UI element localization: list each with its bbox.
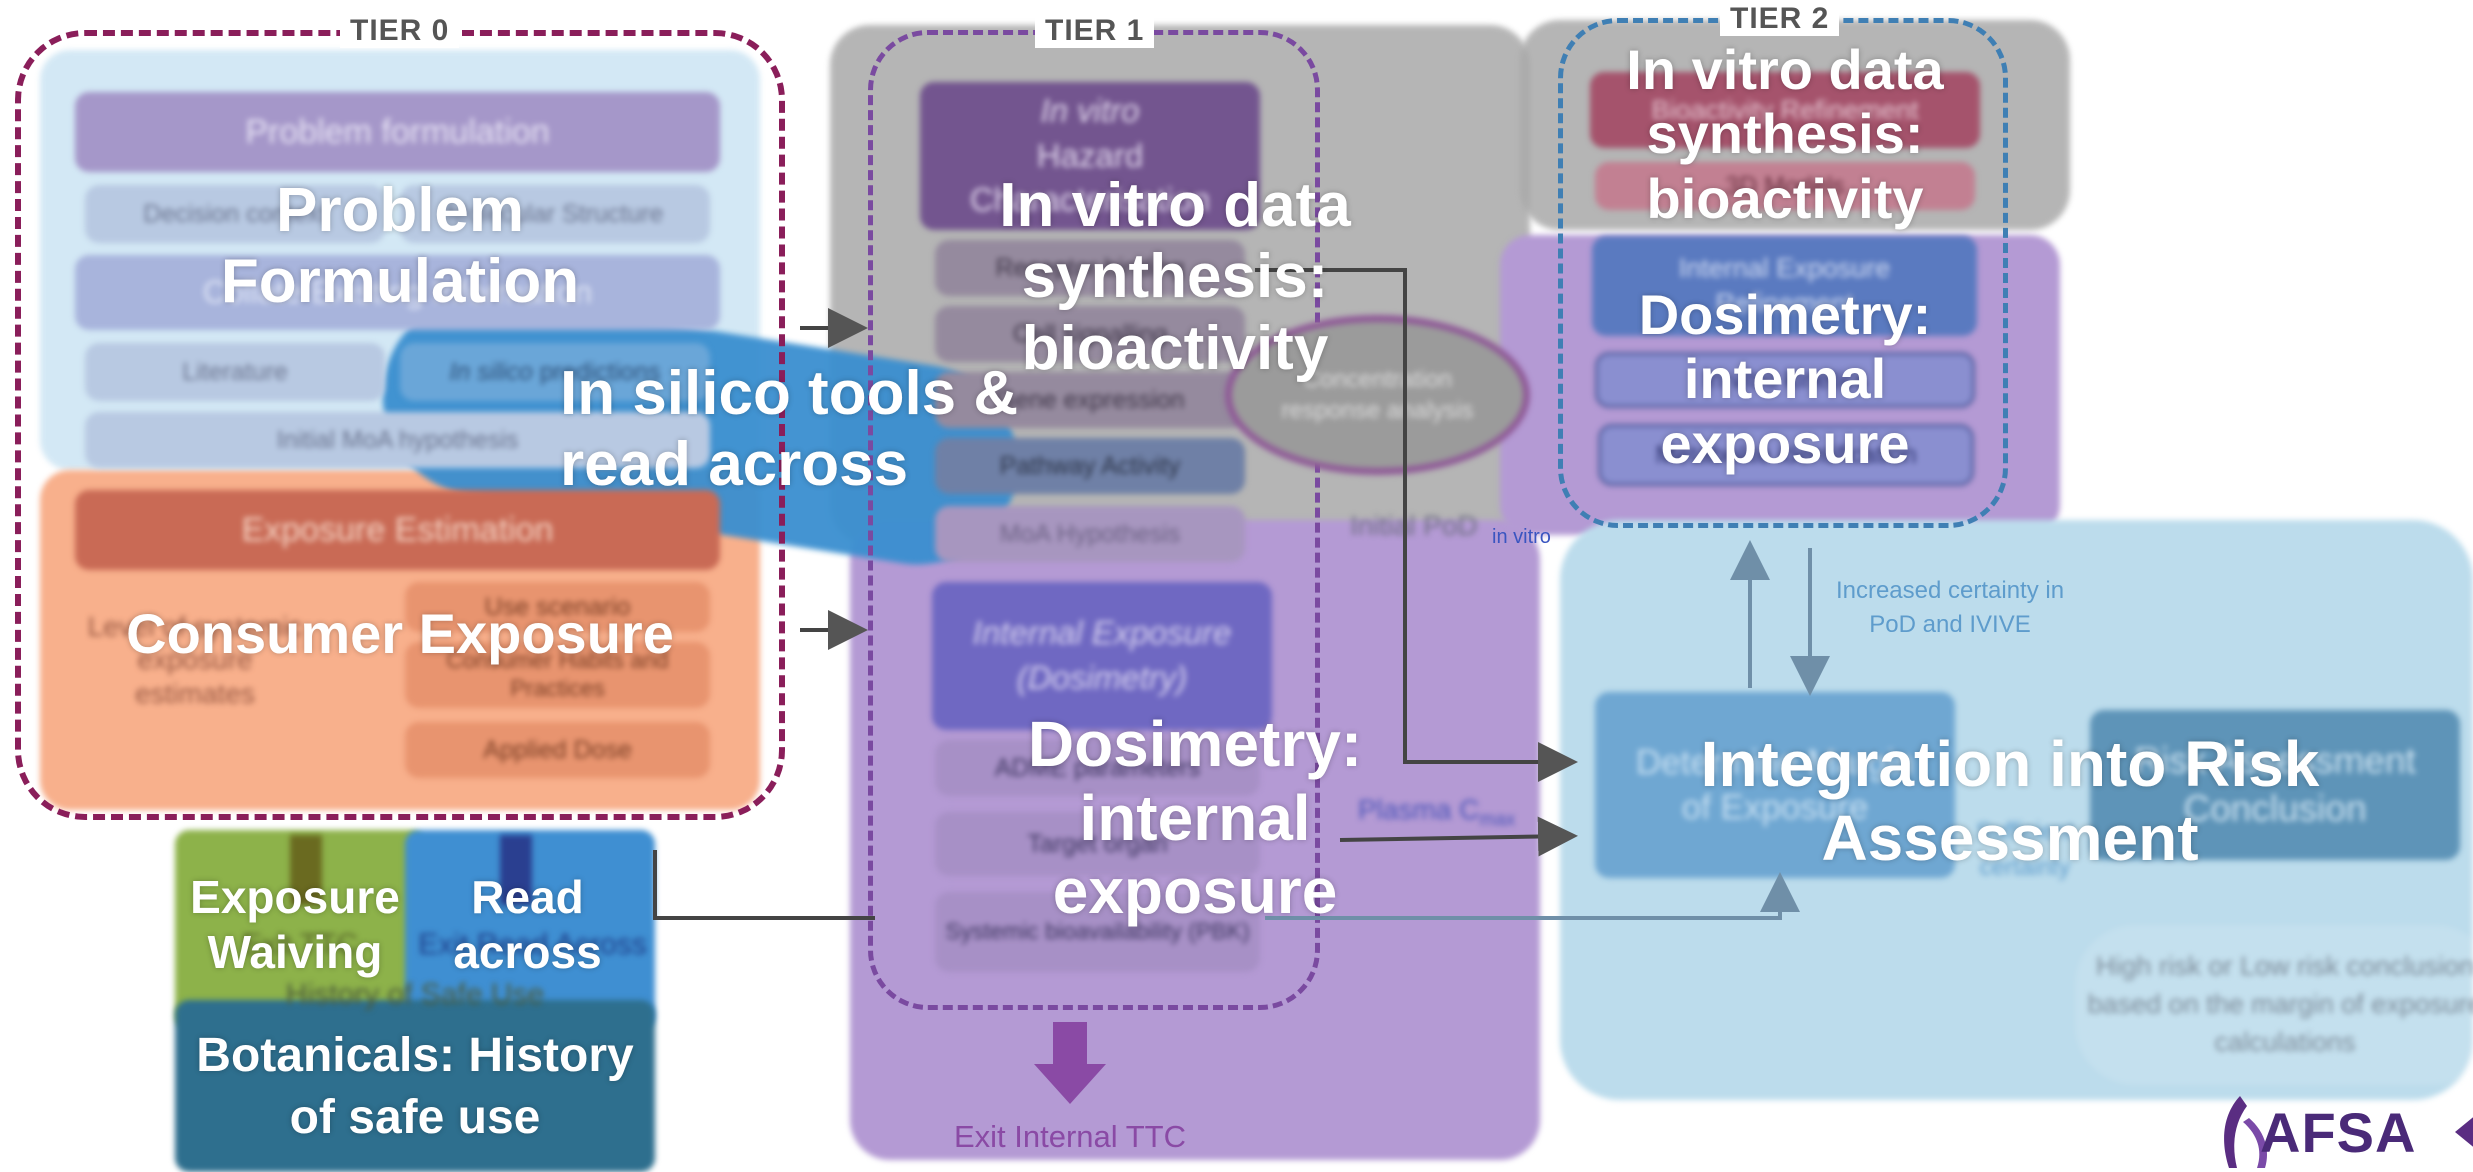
plasma-text: Plasma C <box>1358 794 1480 825</box>
determine-mos-box: Determine Margin of Exposure <box>1595 692 1955 878</box>
overlay-botanicals: Botanicals: History of safe use <box>196 1029 634 1145</box>
exit-ttc-arrow <box>290 835 322 905</box>
internal-exposure-refinement-box: Internal Exposure Refinement <box>1592 236 1977 336</box>
afsa-logo-chevron <box>2455 1114 2473 1150</box>
initial-pod-text: Initial PoD <box>1350 510 1478 541</box>
overlay-in-vitro-synthesis-t2: In vitro data synthesis: bioactivity <box>1626 38 1944 230</box>
overlay-problem-formulation: Problem Formulation <box>220 176 580 317</box>
tier0-label: TIER 0 <box>340 14 460 48</box>
moa-hypothesis-box: MoA Hypothesis <box>935 506 1245 562</box>
hazard-text: Hazard Characterisation <box>969 136 1211 219</box>
overlay-read-across: Read across <box>453 871 602 979</box>
level-exposure-text: Level of systemic exposure estimates <box>87 610 303 709</box>
high-low-text: High risk or Low risk conclusion based o… <box>2075 925 2473 1085</box>
internal-exposure-box: Internal Exposure (Dosimetry) <box>932 582 1272 730</box>
risk-conclusion-box: Risk Assessment Conclusion <box>2090 710 2460 860</box>
collate-existing-box: Collate Existing Information <box>75 255 720 330</box>
in-silico-predictions-box: In silico predictions <box>400 343 710 401</box>
use-scenario-box: Use scenario <box>405 582 710 632</box>
overlay-dosimetry-t1: Dosimetry: internal exposure <box>1027 708 1363 928</box>
receptor-binding-box: Receptor binding <box>935 240 1245 296</box>
overlay-consumer-exposure: Consumer Exposure <box>126 602 674 665</box>
sufficient-text: Sufficient certainty <box>1975 818 2075 881</box>
concentration-response-ellipse: Concentration response analysis <box>1225 315 1530 475</box>
initial-moa-box: Initial MoA hypothesis <box>85 412 710 468</box>
plasma-sub: max <box>1479 809 1516 831</box>
gene-expression-box: Gene expression <box>935 372 1245 428</box>
hazard-characterisation-box: In vitro Hazard Characterisation <box>920 82 1260 230</box>
decision-context-box: Decision context <box>85 185 385 243</box>
literature-box: Literature <box>85 343 385 401</box>
arrow-read-across-to-tier1 <box>653 850 875 920</box>
consumer-habits-box: Consumer Habits and Practices <box>405 642 710 708</box>
exit-read-across-arrow <box>500 835 532 905</box>
metabolite-id-box: Metabolite identification <box>1598 424 1974 486</box>
history-safe-use-text: History of Safe Use <box>285 978 545 1011</box>
hazard-italic: In vitro <box>1040 92 1140 130</box>
pathway-activity-box: Pathway Activity <box>935 438 1245 494</box>
afsa-logo-mark <box>2224 1096 2268 1168</box>
overlay-exposure-waiving: Exposure Waiving <box>190 871 400 979</box>
bioactivity-refinement-box: Bioactivity Refinement <box>1590 72 1980 148</box>
arrow-plasma-to-mos <box>1339 816 1578 857</box>
overlay-integration: Integration into Risk Assessment <box>1700 728 2320 874</box>
initial-pod-sub: in vitro <box>1492 526 1551 548</box>
history-box <box>175 1000 655 1172</box>
exit-internal-ttc-text: Exit Internal TTC <box>953 1119 1186 1154</box>
tier2-label: TIER 2 <box>1720 2 1840 36</box>
afsa-logo: AFSA <box>2205 1092 2473 1172</box>
exit-read-across-text: Exit Read Across <box>418 928 647 961</box>
exposure-estimation-box: Exposure Estimation <box>75 490 720 570</box>
exit-ttc-text: Exit TTC <box>241 928 359 961</box>
predictions-text: predictions <box>539 358 661 386</box>
applied-dose-box: Applied Dose <box>405 722 710 778</box>
overlay-in-vitro-synthesis-t1: In vitro data synthesis: bioactivity <box>999 171 1351 383</box>
overlay-dosimetry-t2: Dosimetry: internal exposure <box>1638 283 1932 475</box>
arrow-pod-to-mos <box>1255 268 1578 782</box>
increased-certainty-text: Increased certainty in PoD and IVIVE <box>1835 577 2065 638</box>
molecular-structure-box: Molecular Structure <box>400 185 710 243</box>
target-organ-box: Target organ <box>935 812 1260 876</box>
problem-formulation-box: Problem formulation <box>75 92 720 172</box>
in-silico-text: In silico <box>449 358 533 386</box>
afsa-logo-text: AFSA <box>2260 1101 2417 1164</box>
adme-box: ADME parameters <box>935 740 1260 796</box>
tier1-label: TIER 1 <box>1035 14 1155 48</box>
in-vitro-kinetics-box: In vitro kinetics <box>1595 352 1975 408</box>
systemic-bio-box: Systemic bioavailability (PBK) <box>935 892 1260 972</box>
3d-models-box: 3D Models <box>1595 162 1975 210</box>
arrow-systemic-to-mos <box>1265 872 1800 920</box>
plasma-label: Plasma Cmax <box>1358 794 1515 832</box>
initial-pod-label: Initial PoD <box>1350 510 1478 542</box>
cell-signalling-box: Cell signalling <box>935 306 1245 362</box>
overlay-in-silico-tools: In silico tools & read across <box>560 359 1019 500</box>
